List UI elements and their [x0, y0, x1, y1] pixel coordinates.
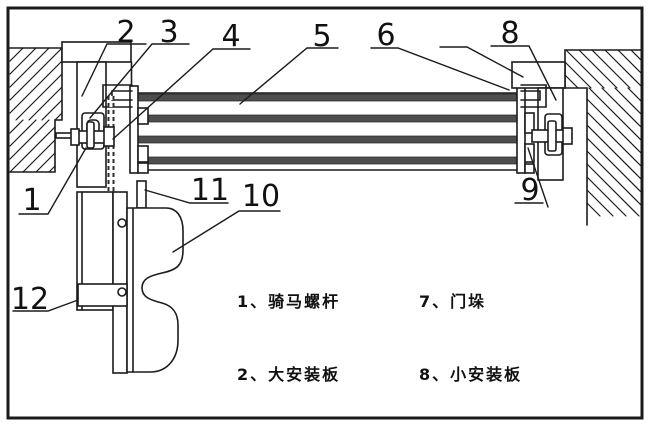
- drawing-border: [6, 6, 644, 420]
- legend-item: 7、门垛: [419, 292, 487, 312]
- hatch-line: [9, 119, 24, 134]
- hatch-line: [41, 99, 63, 121]
- leader-2: [81, 43, 147, 97]
- right-wall-hatching: [564, 49, 642, 217]
- guide-channel-left: [102, 84, 133, 108]
- hatch-line: [586, 150, 642, 206]
- leader-5: [239, 47, 339, 105]
- hatch-line: [9, 47, 24, 62]
- right-wall-outline: [564, 49, 642, 226]
- legend-item: 2、大安装板: [237, 365, 341, 384]
- callout-numbers: 1 2 3 4 5 6 8 9 10 11 12: [11, 15, 540, 317]
- curtain-slat-band: [137, 135, 518, 144]
- hatch-line: [9, 60, 63, 114]
- bolt-hole-top: [117, 218, 127, 228]
- hatch-line: [586, 124, 642, 180]
- leader-10: [172, 210, 281, 253]
- hatch-line: [604, 49, 642, 87]
- leader-3: [89, 43, 190, 119]
- guide-channel-right: [520, 84, 547, 108]
- hatch-line: [9, 47, 50, 88]
- hatch-line: [565, 49, 605, 89]
- callout-5: 5: [312, 19, 331, 54]
- leader-12: [12, 299, 79, 312]
- hatch-line: [48, 165, 56, 173]
- legend-column-left: 1、骑马螺杆 2、大安装板 3、防滑轮托 4、链轮及链条 5、卷门 6、导槽: [237, 242, 358, 426]
- clutch-handle: [136, 180, 147, 209]
- hatch-line: [586, 176, 627, 217]
- hatch-line: [586, 189, 614, 217]
- leader-4: [112, 48, 251, 140]
- bolt-hole-bottom: [117, 287, 127, 297]
- hatch-line: [9, 47, 63, 101]
- hatch-line: [627, 87, 642, 102]
- hatch-line: [9, 119, 37, 147]
- callout-2: 2: [116, 15, 135, 50]
- leader-lines: [12, 43, 557, 312]
- hatch-line: [586, 163, 640, 217]
- riding-screw: [55, 121, 115, 149]
- hatch-line: [586, 137, 642, 193]
- hatch-line: [578, 49, 618, 89]
- callout-1: 1: [22, 183, 41, 218]
- right-axle: [531, 113, 573, 156]
- hatch-line: [588, 87, 642, 141]
- hatch-line: [564, 61, 592, 89]
- hatch-line: [15, 73, 63, 121]
- hatch-line: [9, 119, 50, 160]
- hatch-line: [54, 112, 63, 121]
- motor-body: [126, 207, 184, 373]
- legend-item: 8、小安装板: [419, 365, 523, 384]
- legend-column-right: 7、门垛 8、小安装板 9、内置扭簧卷筒 10、侧装电机 11、离合器手柄 12…: [419, 242, 558, 426]
- hatch-line: [614, 87, 642, 115]
- hatch-line: [9, 126, 56, 173]
- rolled-curtain: [137, 92, 518, 171]
- callout-8: 8: [500, 16, 519, 51]
- hatch-line: [630, 49, 642, 61]
- callout-6: 6: [376, 18, 395, 53]
- hatch-line: [22, 139, 56, 173]
- hatch-line: [28, 86, 63, 121]
- hatch-line: [586, 202, 601, 217]
- leader-7: [439, 46, 524, 78]
- hatch-line: [617, 49, 642, 74]
- curtain-slat-band: [137, 93, 518, 102]
- curtain-slat-band: [137, 114, 518, 123]
- left-wall-hatching: [9, 47, 63, 173]
- hatch-line: [601, 87, 642, 128]
- hatch-line: [586, 98, 642, 154]
- leader-11: [144, 189, 229, 204]
- hatch-line: [35, 152, 56, 173]
- callout-12: 12: [11, 282, 49, 317]
- hatch-line: [9, 47, 37, 75]
- leader-1: [18, 147, 87, 215]
- curtain-left-endcap: [129, 85, 149, 174]
- callout-3: 3: [159, 15, 178, 50]
- curtain-slat-band: [137, 156, 518, 165]
- callout-4: 4: [221, 19, 240, 54]
- leader-6: [370, 47, 510, 91]
- mounting-angle: [77, 283, 128, 307]
- hatch-line: [591, 49, 631, 89]
- legend-item: 1、骑马螺杆: [237, 292, 341, 312]
- hatch-line: [586, 111, 642, 167]
- hatch-line: [564, 74, 579, 89]
- left-wall-outline: [9, 47, 63, 173]
- callout-11: 11: [191, 173, 229, 208]
- leader-9: [514, 147, 549, 208]
- leader-8: [490, 45, 557, 101]
- callout-9: 9: [520, 173, 539, 208]
- callout-10: 10: [242, 179, 280, 214]
